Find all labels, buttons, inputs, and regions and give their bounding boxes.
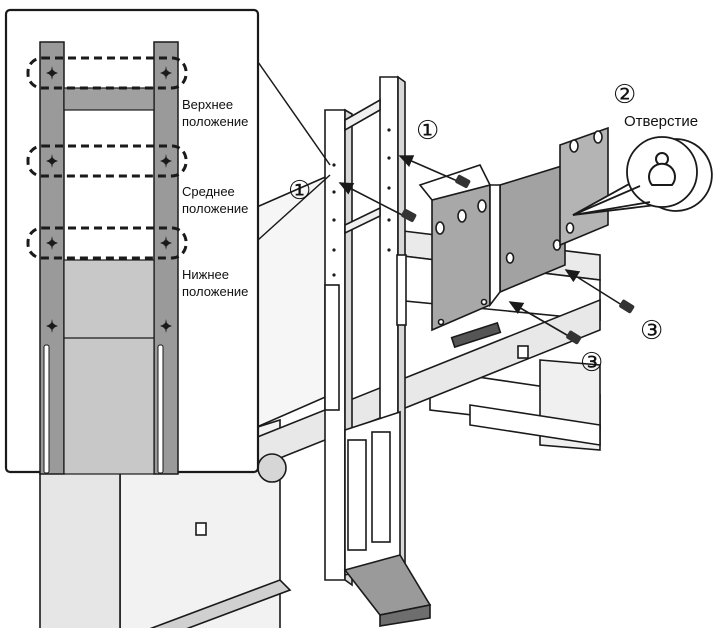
zoom-lines	[257, 61, 331, 241]
step1-callout-left: ①	[288, 176, 312, 206]
step3-callout-right: ③	[640, 316, 664, 346]
middle-position-label: Среднее положение	[182, 184, 249, 216]
mount-panel-middle	[489, 163, 566, 308]
hole-icon	[46, 236, 58, 250]
arrow-step1-upper	[398, 155, 471, 188]
position-highlights	[26, 56, 188, 260]
lower-position-highlight	[26, 226, 188, 260]
arrow-step3-lower	[508, 301, 582, 345]
hole-icon	[46, 154, 58, 168]
hole-icon	[160, 319, 172, 333]
vertical-frame	[324, 75, 432, 627]
arrow-step1-lower	[338, 182, 417, 222]
inset-holes	[46, 66, 172, 333]
post-holes	[332, 128, 391, 277]
screw-icon	[619, 299, 635, 314]
screw-icon	[566, 330, 582, 345]
mount-panel-right	[559, 126, 609, 247]
keyhole-icon	[648, 152, 676, 186]
hole-icon	[46, 66, 58, 80]
screw-icon	[401, 208, 417, 222]
hole-icon	[160, 154, 172, 168]
step3-callout-left: ③	[580, 348, 604, 378]
hole-icon	[46, 319, 58, 333]
zoom-inset	[4, 8, 260, 475]
screw-icon	[455, 174, 471, 188]
step1-callout-right: ①	[416, 116, 440, 146]
upper-position-highlight	[26, 56, 188, 90]
step2-callout: ②	[613, 80, 637, 110]
hole-label: Отверстие	[624, 113, 699, 130]
upper-position-label: Верхнее положение	[182, 97, 249, 129]
hole-icon	[160, 66, 172, 80]
arrow-step3-upper	[564, 269, 635, 314]
hole-icon	[160, 236, 172, 250]
lower-position-label: Нижнее положение	[182, 267, 249, 299]
middle-position-highlight	[26, 144, 188, 178]
